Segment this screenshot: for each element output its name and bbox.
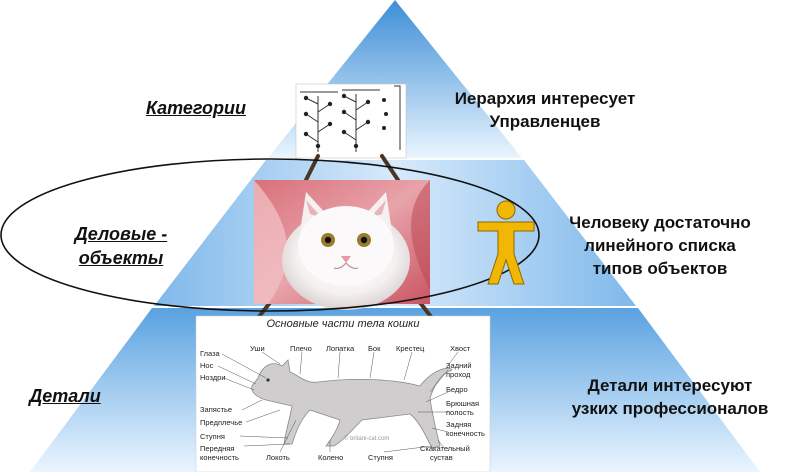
part-stupnya-front: Ступня	[200, 432, 225, 441]
part-skakatelny-sustav-1: Скакательный	[420, 444, 470, 453]
part-hvost: Хвост	[450, 344, 471, 353]
note-middle-line3: типов объектов	[592, 259, 728, 278]
part-bok: Бок	[368, 344, 381, 353]
part-predplechye: Предплечье	[200, 418, 243, 427]
cat-diagram-watermark: © britani-cat.com	[344, 436, 390, 442]
part-zadniy-prohod-2: проход	[446, 370, 471, 379]
focus-oval	[0, 158, 540, 312]
part-bryushnaya-polost-2: полость	[446, 408, 474, 417]
note-bottom-line1: Детали интересуют	[587, 376, 753, 395]
part-zadnyaya-konechnost-2: конечность	[446, 429, 485, 438]
part-koleno: Колено	[318, 453, 344, 462]
person-icon	[477, 200, 535, 285]
part-perednyaya-konechnost-1: Передняя	[200, 444, 235, 453]
note-middle-line2: линейного списка	[584, 236, 736, 255]
tier-label-business-objects-line2: объекты	[78, 248, 164, 268]
tier-label-business-objects-line1: Деловые -	[74, 224, 168, 244]
part-perednyaya-konechnost-2: конечность	[200, 453, 239, 462]
hierarchy-tree-icon	[295, 83, 407, 159]
cat-diagram-title: Основные части тела кошки	[266, 318, 420, 330]
part-zadniy-prohod-1: Задний	[446, 361, 472, 370]
part-nos: Нос	[200, 361, 214, 370]
part-bedro: Бедро	[446, 385, 468, 394]
part-ushi: Уши	[250, 344, 265, 353]
cat-anatomy-diagram	[195, 315, 491, 472]
note-bottom-line2: узких профессионалов	[571, 399, 769, 418]
part-plecho: Плечо	[290, 344, 312, 353]
part-nozdri: Ноздри	[200, 373, 226, 382]
part-krestec: Крестец	[396, 344, 425, 353]
part-lokot: Локоть	[266, 453, 290, 462]
note-top-line2: Управленцев	[489, 112, 601, 131]
note-middle-line1: Человеку достаточно	[569, 213, 751, 232]
tier-label-categories: Категории	[146, 98, 246, 118]
tier-label-details: Детали	[29, 386, 101, 406]
note-top-line1: Иерархия интересует	[454, 89, 636, 108]
part-skakatelny-sustav-2: сустав	[430, 453, 453, 462]
part-stupnya-back: Ступня	[368, 453, 393, 462]
part-glaza: Глаза	[200, 349, 220, 358]
part-bryushnaya-polost-1: Брюшная	[446, 399, 480, 408]
part-zapyaste: Запястье	[200, 405, 233, 414]
cat-photo	[254, 180, 430, 310]
part-zadnyaya-konechnost-1: Задняя	[446, 420, 472, 429]
part-lopatka: Лопатка	[326, 344, 355, 353]
